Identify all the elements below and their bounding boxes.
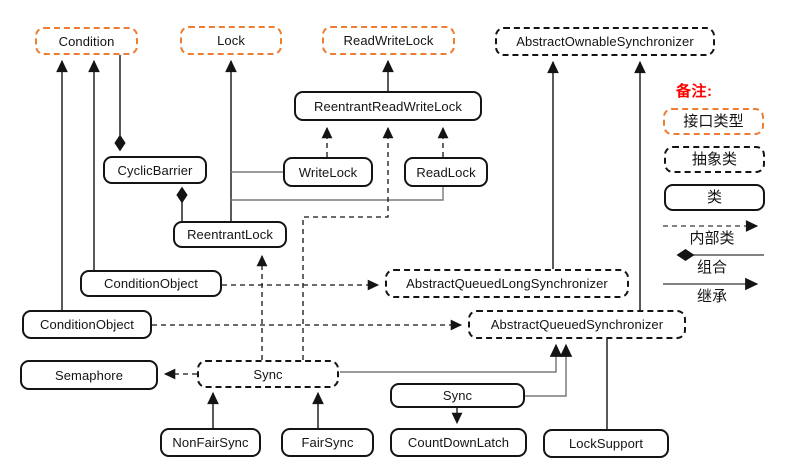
node-label: FairSync (301, 435, 354, 450)
node-non-fair-sync: NonFairSync (160, 428, 261, 457)
legend-class-label: 类 (706, 189, 723, 206)
node-lock: Lock (180, 26, 282, 55)
node-label: AbstractQueuedSynchronizer (490, 317, 664, 332)
edge-syncright-to-aqs (525, 343, 573, 397)
legend-interface-label: 接口类型 (683, 113, 744, 130)
node-label: ConditionObject (104, 276, 198, 291)
node-reentrant-read-write-lock: ReentrantReadWriteLock (294, 91, 482, 121)
node-semaphore: Semaphore (20, 360, 158, 390)
node-label: ReentrantLock (187, 227, 273, 242)
node-label: ReentrantReadWriteLock (314, 98, 462, 114)
node-write-lock: WriteLock (283, 157, 373, 187)
legend-title: 备注: (676, 83, 713, 100)
node-condition-object-lower: ConditionObject (22, 310, 152, 339)
node-abstract-ownable-synchronizer: AbstractOwnableSynchronizer (495, 27, 715, 56)
edge-syncleft-to-aqs (340, 343, 563, 373)
node-label: AbstractQueuedLongSynchronizer (406, 276, 608, 291)
node-condition: Condition (35, 27, 138, 55)
node-label: Semaphore (54, 367, 124, 383)
node-label: LockSupport (568, 436, 644, 451)
legend-interface-box: 接口类型 (663, 108, 764, 135)
node-condition-object-upper: ConditionObject (80, 270, 222, 297)
node-count-down-latch: CountDownLatch (390, 428, 527, 457)
node-label: CyclicBarrier (117, 162, 193, 178)
node-label: ReadWriteLock (343, 33, 434, 48)
node-label: ConditionObject (40, 317, 134, 332)
legend-abstract-label: 抽象类 (691, 151, 738, 168)
node-abstract-queued-long-synchronizer: AbstractQueuedLongSynchronizer (385, 269, 629, 298)
legend-inheritance-label: 继承 (696, 288, 727, 305)
legend-abstract-box: 抽象类 (664, 146, 765, 173)
node-sync-left: Sync (197, 360, 339, 388)
node-fair-sync: FairSync (281, 428, 374, 457)
node-label: CountDownLatch (407, 435, 510, 450)
edge-sync-inner-of-rrwl (302, 126, 394, 360)
node-cyclic-barrier: CyclicBarrier (103, 156, 207, 184)
node-lock-support: LockSupport (543, 429, 669, 458)
legend-class-box: 类 (664, 184, 765, 211)
legend-composition-label: 组合 (696, 259, 727, 276)
node-read-lock: ReadLock (404, 157, 488, 187)
node-label: Sync (253, 366, 283, 382)
node-readwritelock: ReadWriteLock (322, 26, 455, 55)
node-abstract-queued-synchronizer: AbstractQueuedSynchronizer (468, 310, 686, 339)
node-label: Condition (58, 33, 115, 49)
node-label: Sync (442, 388, 473, 403)
node-label: Lock (217, 33, 245, 48)
edge-readlock-to-lock-connector (231, 187, 444, 201)
node-label: WriteLock (298, 164, 358, 180)
node-label: AbstractOwnableSynchronizer (516, 34, 694, 49)
node-sync-right: Sync (390, 383, 525, 408)
legend-inner-class-label: 内部类 (689, 230, 735, 247)
node-label: ReadLock (416, 164, 476, 180)
node-label: NonFairSync (172, 435, 249, 450)
node-reentrant-lock: ReentrantLock (173, 221, 287, 248)
